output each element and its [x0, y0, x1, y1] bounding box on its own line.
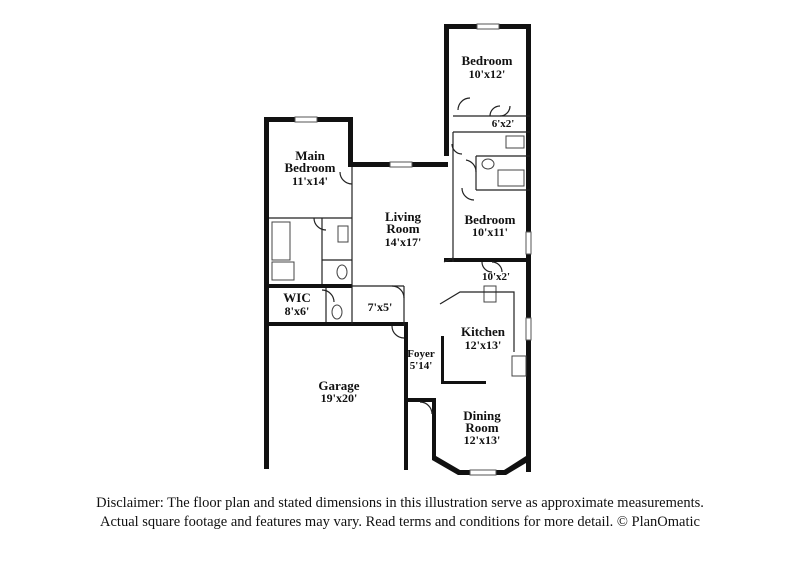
door-icon [457, 97, 471, 111]
bathtub-icon [497, 169, 525, 187]
room-name: Living [385, 209, 422, 224]
sink-icon [337, 225, 349, 243]
room-dims: 11'x14' [292, 174, 328, 188]
range-icon [483, 285, 497, 303]
disclaimer: Disclaimer: The floor plan and stated di… [0, 494, 800, 532]
room-name: Dining [463, 408, 501, 423]
room-dims: 19'x20' [321, 391, 358, 405]
room-dims: 14'x17' [385, 235, 422, 249]
door-icon [321, 289, 335, 303]
room-name: WIC [283, 290, 310, 305]
door-icon [465, 159, 477, 173]
room-name: Kitchen [461, 324, 506, 339]
floor-plan: Bedroom 10'x12' 6'x2' Main Bedroom 11'x1… [264, 23, 532, 476]
door-icon [339, 171, 353, 185]
window-icon [525, 317, 532, 341]
toilet-icon [481, 158, 495, 170]
window-icon [525, 231, 532, 255]
room-dims: 12'x13' [464, 433, 501, 447]
room-dims: 6'x2' [492, 118, 515, 130]
windows [294, 23, 532, 476]
room-name: Main [295, 148, 325, 163]
room-dims: 10'x11' [472, 225, 508, 239]
room-name: Room [465, 420, 498, 435]
window-icon [469, 469, 497, 476]
fridge-icon [511, 355, 527, 377]
window-icon [389, 161, 413, 168]
door-icon [391, 325, 405, 339]
disclaimer-line: Actual square footage and features may v… [100, 514, 700, 530]
toilet-icon [331, 304, 343, 320]
room-name: Foyer [407, 348, 435, 360]
room-dims: 10'x12' [469, 67, 506, 81]
bathtub-icon [271, 221, 291, 261]
room-name: Bedroom [461, 53, 512, 68]
door-icon [391, 285, 405, 299]
room-name: Bedroom [284, 160, 335, 175]
sink-icon [505, 135, 525, 149]
window-icon [476, 23, 500, 30]
room-name: Room [386, 221, 419, 236]
room-labels: Bedroom 10'x12' 6'x2' Main Bedroom 11'x1… [283, 53, 515, 447]
fixtures [271, 135, 527, 377]
room-name: Garage [318, 378, 359, 393]
disclaimer-line: Disclaimer: The floor plan and stated di… [96, 495, 704, 511]
door-icon [419, 401, 433, 415]
door-icon [313, 217, 327, 231]
double-door-icon [489, 105, 511, 117]
door-icon [451, 143, 463, 155]
room-dims: 10'x2' [482, 271, 510, 283]
room-dims: 12'x13' [465, 338, 502, 352]
doors [313, 97, 511, 415]
window-icon [294, 116, 318, 123]
door-icon [461, 187, 475, 201]
room-dims: 7'x5' [368, 300, 393, 314]
room-dims: 8'x6' [285, 304, 310, 318]
kitchen-counter [439, 291, 515, 352]
shower-icon [271, 261, 295, 281]
room-dims: 5'14' [410, 360, 433, 372]
toilet-icon [336, 264, 348, 280]
double-door-icon [481, 261, 503, 273]
room-name: Bedroom [464, 212, 515, 227]
